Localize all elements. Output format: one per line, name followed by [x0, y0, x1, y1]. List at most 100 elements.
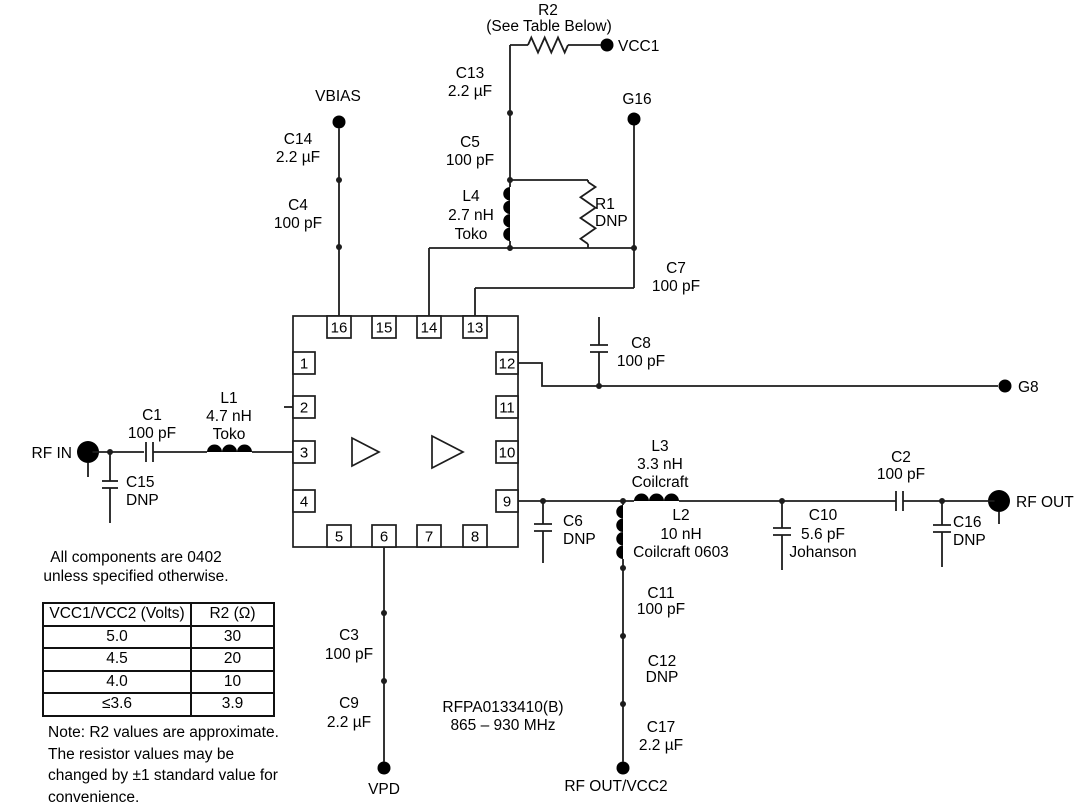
amplifier-icon	[351, 436, 381, 468]
table-cell-volts: ≤3.6	[42, 692, 192, 717]
capacitor-c3-symbol	[296, 603, 384, 623]
label-c5-name: C5	[460, 134, 480, 151]
label-c7-name: C7	[666, 260, 686, 277]
terminal-rf-out-vcc2	[616, 761, 630, 775]
r2-note: Note: R2 values are approximate. The res…	[48, 722, 298, 804]
capacitor-c13-symbol	[422, 103, 510, 123]
pin-14: 14	[421, 320, 438, 337]
table-row: ≤3.6 3.9	[42, 692, 275, 717]
pin-5: 5	[335, 529, 343, 546]
r2-note-line1: Note: R2 values are approximate.	[48, 724, 279, 741]
size-note-line2: unless specified otherwise.	[43, 567, 229, 585]
ground-icon	[100, 523, 120, 533]
terminal-vcc1	[600, 38, 614, 52]
label-c6-name: C6	[563, 513, 583, 530]
pin-2: 2	[300, 400, 308, 417]
label-r1-name: R1	[595, 196, 615, 213]
capacitor-c4-symbol	[251, 237, 339, 257]
capacitor-c11-symbol	[623, 558, 697, 578]
label-c3-value: 100 pF	[325, 646, 373, 663]
label-l2-name: L2	[672, 507, 689, 524]
label-vbias: VBIAS	[315, 88, 361, 105]
label-r2-name: R2	[538, 2, 558, 19]
table-header-vcc: VCC1/VCC2 (Volts)	[42, 602, 192, 627]
size-note-line1: All components are 0402	[50, 549, 222, 566]
label-c12-value: DNP	[646, 669, 679, 686]
table-cell-volts: 4.0	[42, 669, 192, 694]
device-part-number: RFPA0133410(B)	[442, 699, 563, 716]
terminal-vpd	[377, 761, 391, 775]
label-c4-value: 100 pF	[274, 215, 322, 232]
resistor-r1-symbol	[578, 181, 598, 245]
ground-icon	[533, 563, 553, 573]
capacitor-c9-symbol	[296, 671, 384, 691]
ground-icon	[989, 524, 1009, 534]
ground-icon	[78, 477, 98, 487]
r2-table: VCC1/VCC2 (Volts) R2 (Ω) 5.0 30 4.5 20 4…	[42, 602, 275, 717]
label-c9-value: 2.2 µF	[327, 714, 371, 731]
table-cell-ohms: 30	[190, 624, 275, 649]
label-c11-name: C11	[647, 585, 674, 602]
label-g8: G8	[1018, 379, 1039, 396]
label-c1-value: 100 pF	[128, 425, 176, 442]
capacitor-c12-symbol	[623, 626, 697, 646]
label-c10-maker: Johanson	[789, 544, 856, 561]
ground-icon	[589, 307, 609, 317]
ic-outline	[292, 315, 519, 548]
label-c15-name: C15	[126, 474, 154, 491]
pin-12: 12	[499, 356, 516, 373]
label-c7-value: 100 pF	[652, 278, 700, 295]
labels: R2 (See Table Below) VCC1 G16 VBIAS C13 …	[32, 2, 1075, 798]
label-c10-name: C10	[809, 507, 838, 524]
label-l4-value: 2.7 nH	[448, 207, 494, 224]
rf-in-connector-icon	[77, 441, 99, 463]
pin-10: 10	[499, 445, 516, 462]
pin-15: 15	[376, 320, 393, 337]
label-l3-name: L3	[651, 438, 668, 455]
label-l4-maker: Toko	[455, 226, 488, 243]
label-c13-value: 2.2 µF	[448, 83, 492, 100]
pin-11: 11	[499, 400, 515, 417]
label-c11-value: 100 pF	[637, 601, 685, 618]
device-frequency-range: 865 – 930 MHz	[450, 717, 555, 734]
label-c13-name: C13	[456, 65, 484, 82]
pin-13: 13	[467, 320, 484, 337]
ic-pin-numbers: 16 15 14 13 1 2 3 4 12 11 10 9 5 6 7 8	[300, 320, 516, 546]
inductor-l3-symbol	[634, 493, 679, 501]
inductor-l1-symbol	[207, 444, 252, 452]
junction-dots	[107, 110, 945, 707]
label-r1-value: DNP	[595, 213, 628, 230]
label-c1-name: C1	[142, 407, 162, 424]
label-c6-value: DNP	[563, 531, 596, 548]
label-c8-name: C8	[631, 335, 651, 352]
pin-8: 8	[471, 529, 479, 546]
table-cell-ohms: 20	[190, 647, 275, 672]
label-l3-maker: Coilcraft	[632, 474, 690, 491]
table-cell-ohms: 10	[190, 669, 275, 694]
label-l1-name: L1	[220, 390, 237, 407]
label-c2-name: C2	[891, 449, 911, 466]
terminal-g16	[627, 112, 641, 126]
table-row: 5.0 30	[42, 624, 275, 649]
label-c16-value: DNP	[953, 532, 986, 549]
table-header-r2: R2 (Ω)	[190, 602, 275, 627]
wiring	[78, 35, 1009, 762]
ground-icon	[274, 397, 284, 417]
label-c15-value: DNP	[126, 492, 159, 509]
terminal-vbias	[332, 115, 346, 129]
table-cell-volts: 5.0	[42, 624, 192, 649]
terminals	[77, 38, 1012, 775]
label-l1-maker: Toko	[213, 426, 246, 443]
table-header-row: VCC1/VCC2 (Volts) R2 (Ω)	[42, 602, 275, 627]
ground-icon	[932, 567, 952, 577]
capacitor-c17-symbol	[623, 694, 697, 714]
table-cell-ohms: 3.9	[190, 692, 275, 717]
label-l3-value: 3.3 nH	[637, 456, 683, 473]
pin-3: 3	[300, 445, 308, 462]
pin-7: 7	[425, 529, 433, 546]
label-g16: G16	[622, 91, 651, 108]
label-c5-value: 100 pF	[446, 152, 494, 169]
capacitor-c5-symbol	[422, 170, 510, 190]
